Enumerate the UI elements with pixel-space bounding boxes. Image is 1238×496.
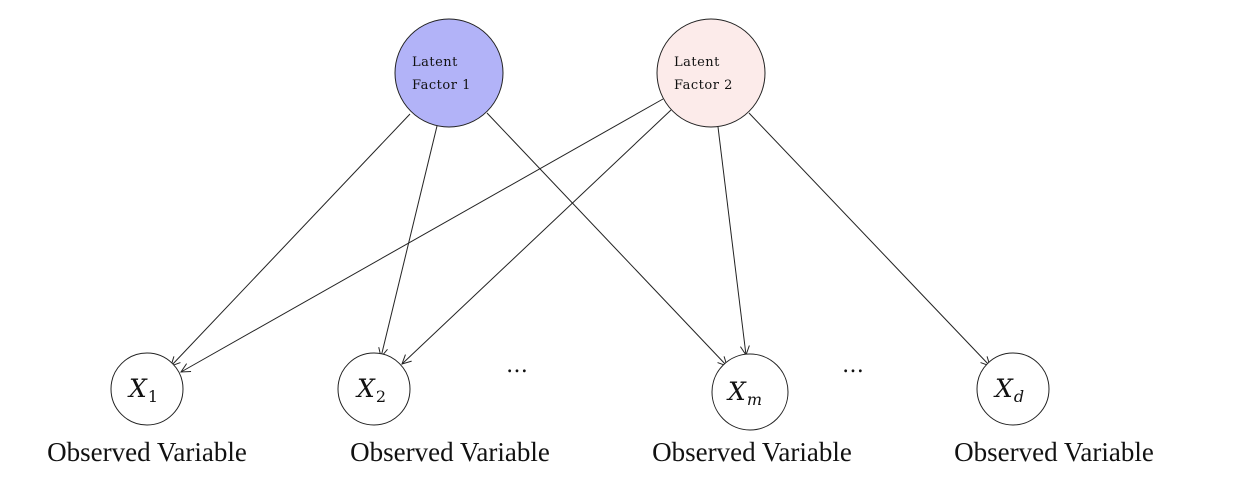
observed-node-xd: Xd	[976, 352, 1050, 426]
edge-factor1-xm	[486, 112, 728, 367]
latent-factor-1-node: Latent Factor 1	[394, 18, 504, 128]
observed-x1-base: X	[127, 374, 148, 403]
edge-factor2-xd	[748, 112, 991, 367]
edges	[170, 98, 991, 373]
latent-factor-1-circle	[394, 18, 504, 128]
observed-caption-x2: Observed Variable	[350, 437, 550, 467]
latent-factor-2-node: Latent Factor 2	[656, 18, 766, 128]
observed-xd-circle	[976, 352, 1050, 426]
observed-xm-circle	[711, 353, 789, 431]
ellipsis-1: …	[506, 353, 531, 378]
observed-node-xm: Xm	[711, 353, 789, 431]
latent-factor-2-label-line2: Factor 2	[674, 78, 733, 93]
observed-xd-label: Xd	[993, 374, 1024, 406]
observed-node-x1: X1	[110, 352, 184, 426]
edge-factor1-x1	[170, 113, 411, 367]
observed-x2-circle	[337, 352, 411, 426]
observed-xd-subscript: d	[1014, 387, 1024, 406]
observed-x1-subscript: 1	[148, 387, 158, 406]
observed-xm-subscript: m	[747, 390, 762, 409]
observed-caption-xd: Observed Variable	[954, 437, 1154, 467]
latent-factor-1-label-line1: Latent	[412, 55, 458, 70]
observed-x1-circle	[110, 352, 184, 426]
observed-x2-label: X2	[355, 374, 386, 406]
observed-x2-base: X	[355, 374, 376, 403]
latent-factor-2-label-line1: Latent	[674, 55, 720, 70]
edge-factor2-x1	[180, 98, 664, 373]
observed-xm-label: Xm	[726, 377, 762, 409]
latent-factor-2-circle	[656, 18, 766, 128]
observed-x1-label: X1	[127, 374, 158, 406]
observed-node-x2: X2	[337, 352, 411, 426]
ellipsis-2: …	[842, 353, 867, 378]
observed-x2-subscript: 2	[376, 387, 386, 406]
observed-xd-base: X	[993, 374, 1014, 403]
edge-factor1-x2	[378, 125, 438, 359]
observed-xm-base: X	[726, 377, 747, 406]
observed-caption-x1: Observed Variable	[47, 437, 247, 467]
edge-factor2-x2	[401, 109, 672, 365]
latent-factor-1-label-line2: Factor 1	[412, 78, 471, 93]
edge-factor2-xm	[717, 126, 750, 357]
observed-caption-xm: Observed Variable	[652, 437, 852, 467]
